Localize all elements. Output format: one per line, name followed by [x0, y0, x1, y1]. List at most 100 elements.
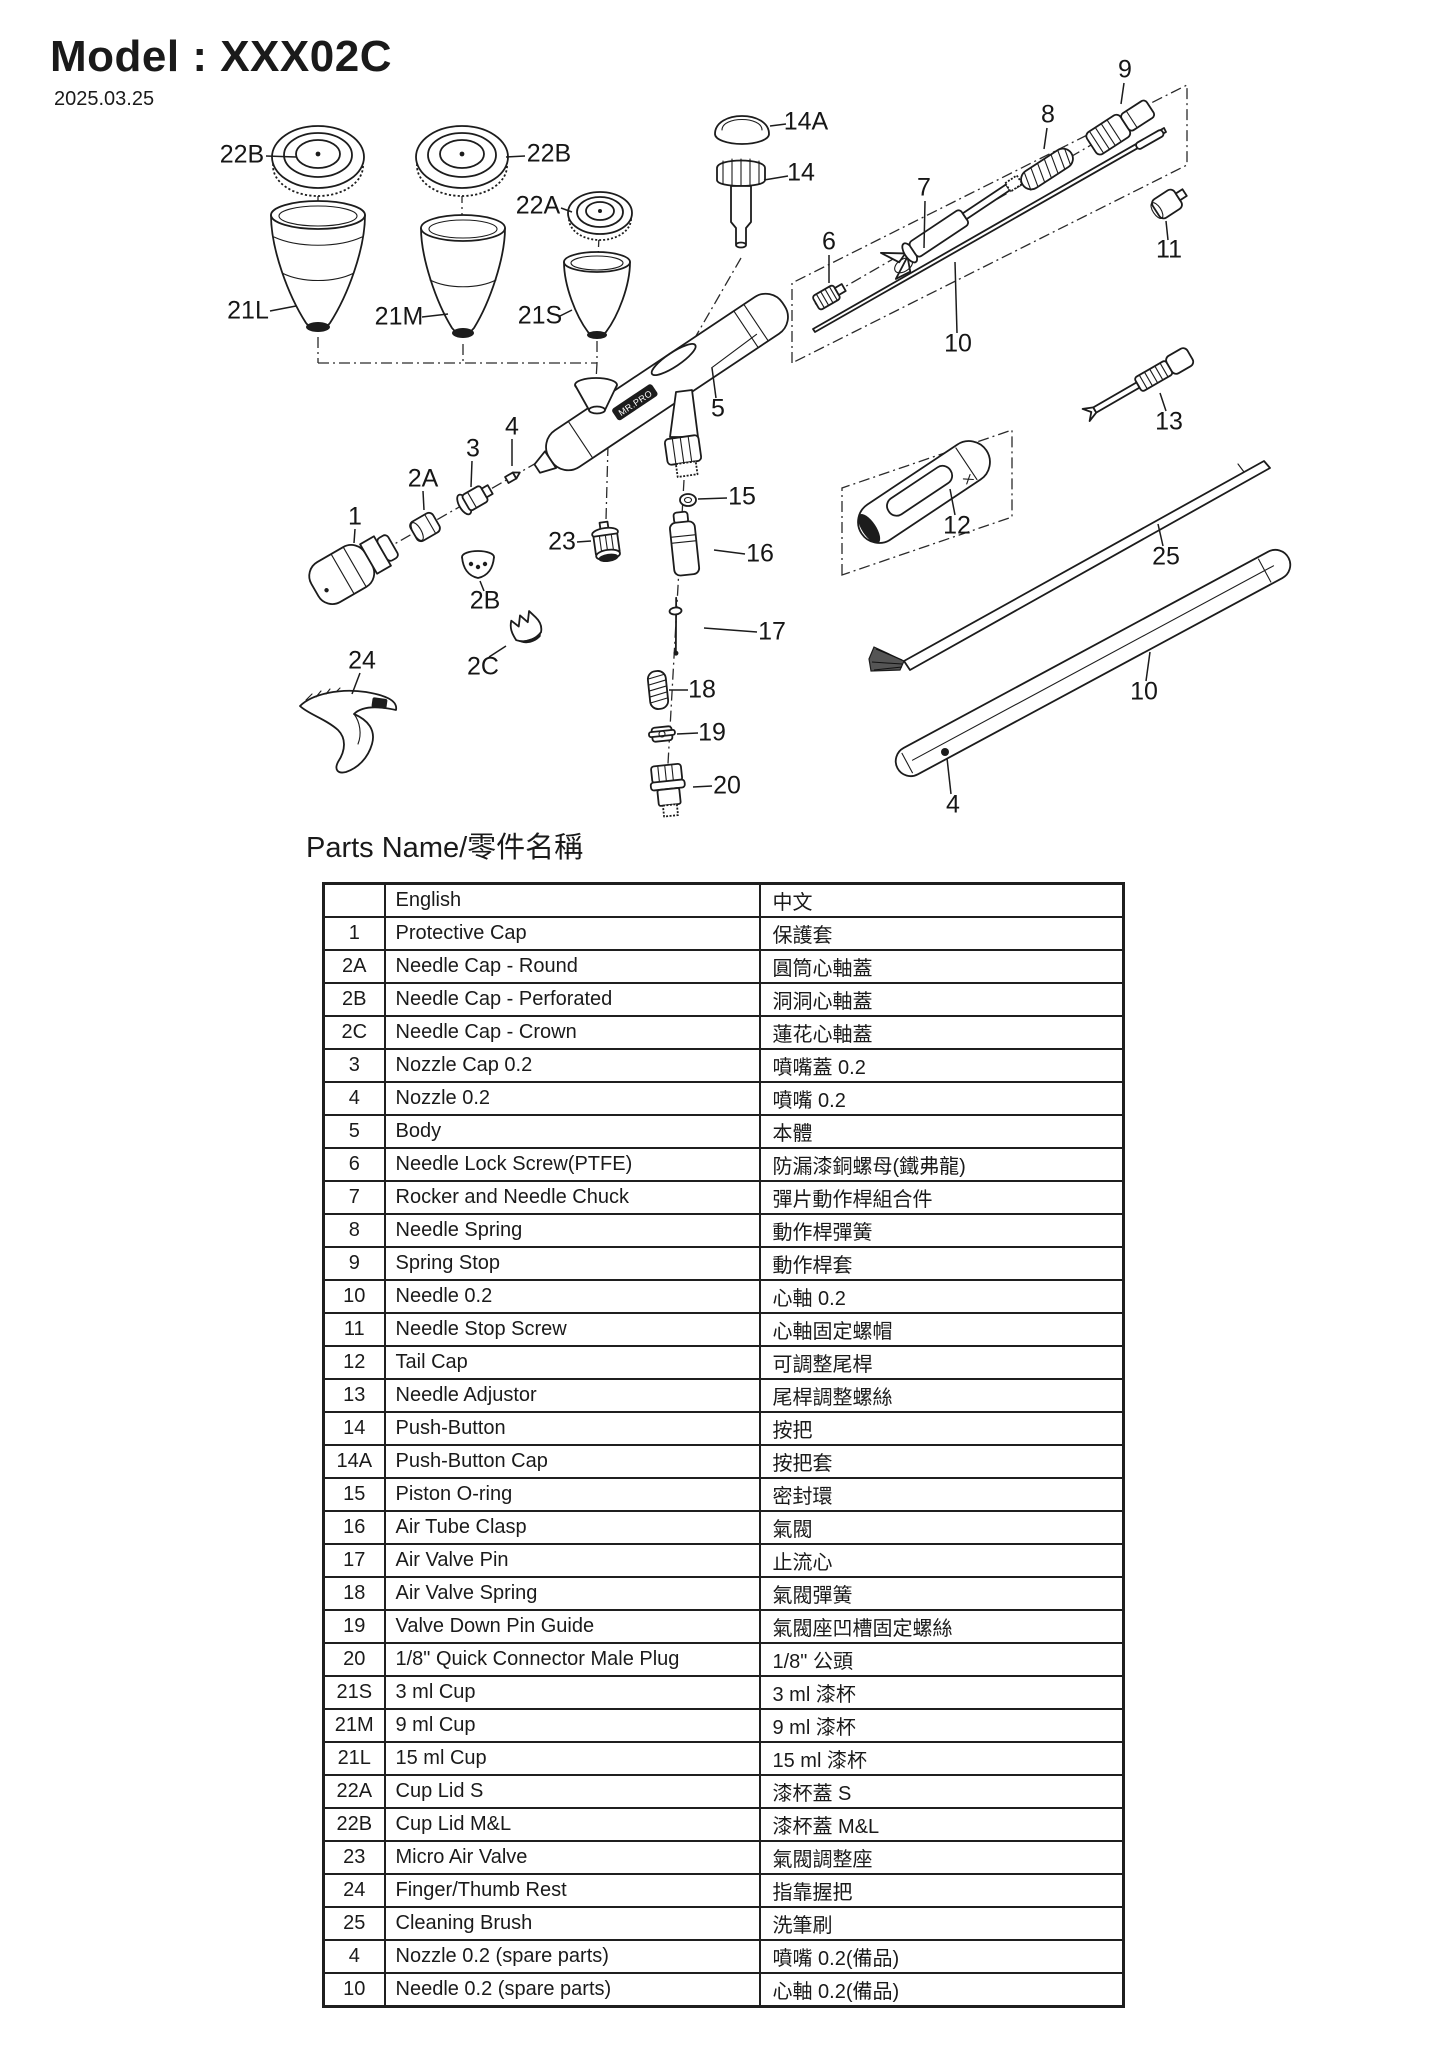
- part-label-9: 9: [1118, 56, 1132, 84]
- part-id: 10: [322, 1972, 386, 2008]
- part-name-chinese: 氣閥調整座: [758, 1840, 1125, 1875]
- part-id: 10: [322, 1279, 386, 1314]
- part-id: 21S: [322, 1675, 386, 1710]
- part-name-chinese: 漆杯蓋 S: [758, 1774, 1125, 1809]
- part-label-24: 24: [348, 647, 376, 675]
- part-name-english: Micro Air Valve: [383, 1840, 761, 1875]
- part-cup-lid-22b-2: [415, 125, 509, 197]
- table-heading: Parts Name/零件名稱: [306, 832, 584, 864]
- part-id: 2B: [322, 982, 386, 1017]
- part-name-english: Air Valve Spring: [383, 1576, 761, 1611]
- part-name-english: 1/8" Quick Connector Male Plug: [383, 1642, 761, 1677]
- leader-line-2c: [488, 645, 507, 658]
- part-id: 21L: [322, 1741, 386, 1776]
- part-name-english: Needle Spring: [383, 1213, 761, 1248]
- leader-line-2b: [479, 580, 485, 592]
- part-finger-rest: [299, 687, 397, 774]
- part-push-button-cap: [714, 115, 770, 145]
- part-name-english: Valve Down Pin Guide: [383, 1609, 761, 1644]
- part-label-1: 1: [348, 503, 362, 531]
- part-label-19: 19: [698, 719, 726, 747]
- leader-line-14a: [769, 123, 787, 127]
- leader-line-23: [576, 540, 592, 543]
- part-label-21m: 21M: [375, 303, 424, 331]
- part-name-english: Body: [383, 1114, 761, 1149]
- part-name-chinese: 本體: [758, 1114, 1125, 1149]
- part-name-english: Needle Stop Screw: [383, 1312, 761, 1347]
- part-id: 11: [322, 1312, 386, 1347]
- leader-line-16: [713, 549, 746, 555]
- leader-line-22b-1: [265, 155, 297, 158]
- part-name-chinese: 9 ml 漆杯: [758, 1708, 1125, 1743]
- part-label-5: 5: [711, 395, 725, 423]
- part-name-english: 9 ml Cup: [383, 1708, 761, 1743]
- leader-line-12: [949, 488, 956, 516]
- part-id: 5: [322, 1114, 386, 1149]
- leader-line-14: [763, 175, 789, 181]
- leader-line-21l: [269, 305, 297, 312]
- part-nozzle: [504, 471, 521, 484]
- part-name-chinese: 洗筆刷: [758, 1906, 1125, 1941]
- part-label-2b: 2B: [470, 587, 501, 615]
- part-id: 22A: [322, 1774, 386, 1809]
- part-id: 19: [322, 1609, 386, 1644]
- leader-line-25: [1157, 523, 1164, 547]
- part-air-tube-clasp: [669, 510, 701, 577]
- part-name-chinese: 15 ml 漆杯: [758, 1741, 1125, 1776]
- part-label-22b-1: 22B: [220, 141, 264, 169]
- leader-line-10-spare: [1145, 651, 1151, 682]
- part-label-2a: 2A: [408, 465, 439, 493]
- part-name-english: Cleaning Brush: [383, 1906, 761, 1941]
- leader-line-7: [923, 200, 926, 249]
- part-name-english: Spring Stop: [383, 1246, 761, 1281]
- part-label-13: 13: [1155, 408, 1183, 436]
- part-needle-cap-perforated: [461, 550, 495, 579]
- part-valve-pin-guide: [648, 725, 676, 743]
- part-label-6: 6: [822, 228, 836, 256]
- part-needle-cap-crown: [509, 610, 543, 644]
- part-cleaning-brush: [868, 460, 1271, 672]
- part-label-17: 17: [758, 618, 786, 646]
- part-label-14a: 14A: [784, 108, 829, 136]
- part-name-english: Finger/Thumb Rest: [383, 1873, 761, 1908]
- part-name-english: 15 ml Cup: [383, 1741, 761, 1776]
- part-id: 25: [322, 1906, 386, 1941]
- part-id: 1: [322, 916, 386, 951]
- part-name-chinese: 噴嘴 0.2(備品): [758, 1939, 1125, 1974]
- part-id: 15: [322, 1477, 386, 1512]
- part-label-22b-2: 22B: [527, 140, 571, 168]
- part-label-12: 12: [943, 512, 971, 540]
- part-quick-connector: [649, 762, 686, 818]
- part-name-english: Nozzle 0.2 (spare parts): [383, 1939, 761, 1974]
- part-cup-lid-22a: [567, 191, 633, 241]
- leader-line-22a: [560, 207, 573, 213]
- part-name-english: Protective Cap: [383, 916, 761, 951]
- part-id: 13: [322, 1378, 386, 1413]
- part-air-valve-pin: [668, 596, 683, 656]
- leader-line-22b-2: [505, 155, 526, 158]
- part-name-chinese: 保護套: [758, 916, 1125, 951]
- leader-line-21m: [421, 313, 449, 318]
- leader-line-8: [1043, 127, 1048, 150]
- part-tail-cap: [857, 440, 991, 544]
- part-id: 22B: [322, 1807, 386, 1842]
- part-name-chinese: 密封環: [758, 1477, 1125, 1512]
- part-name-chinese: 心軸 0.2(備品): [758, 1972, 1125, 2008]
- part-id: 18: [322, 1576, 386, 1611]
- part-id: 6: [322, 1147, 386, 1182]
- part-needle: [812, 127, 1167, 333]
- part-id: 12: [322, 1345, 386, 1380]
